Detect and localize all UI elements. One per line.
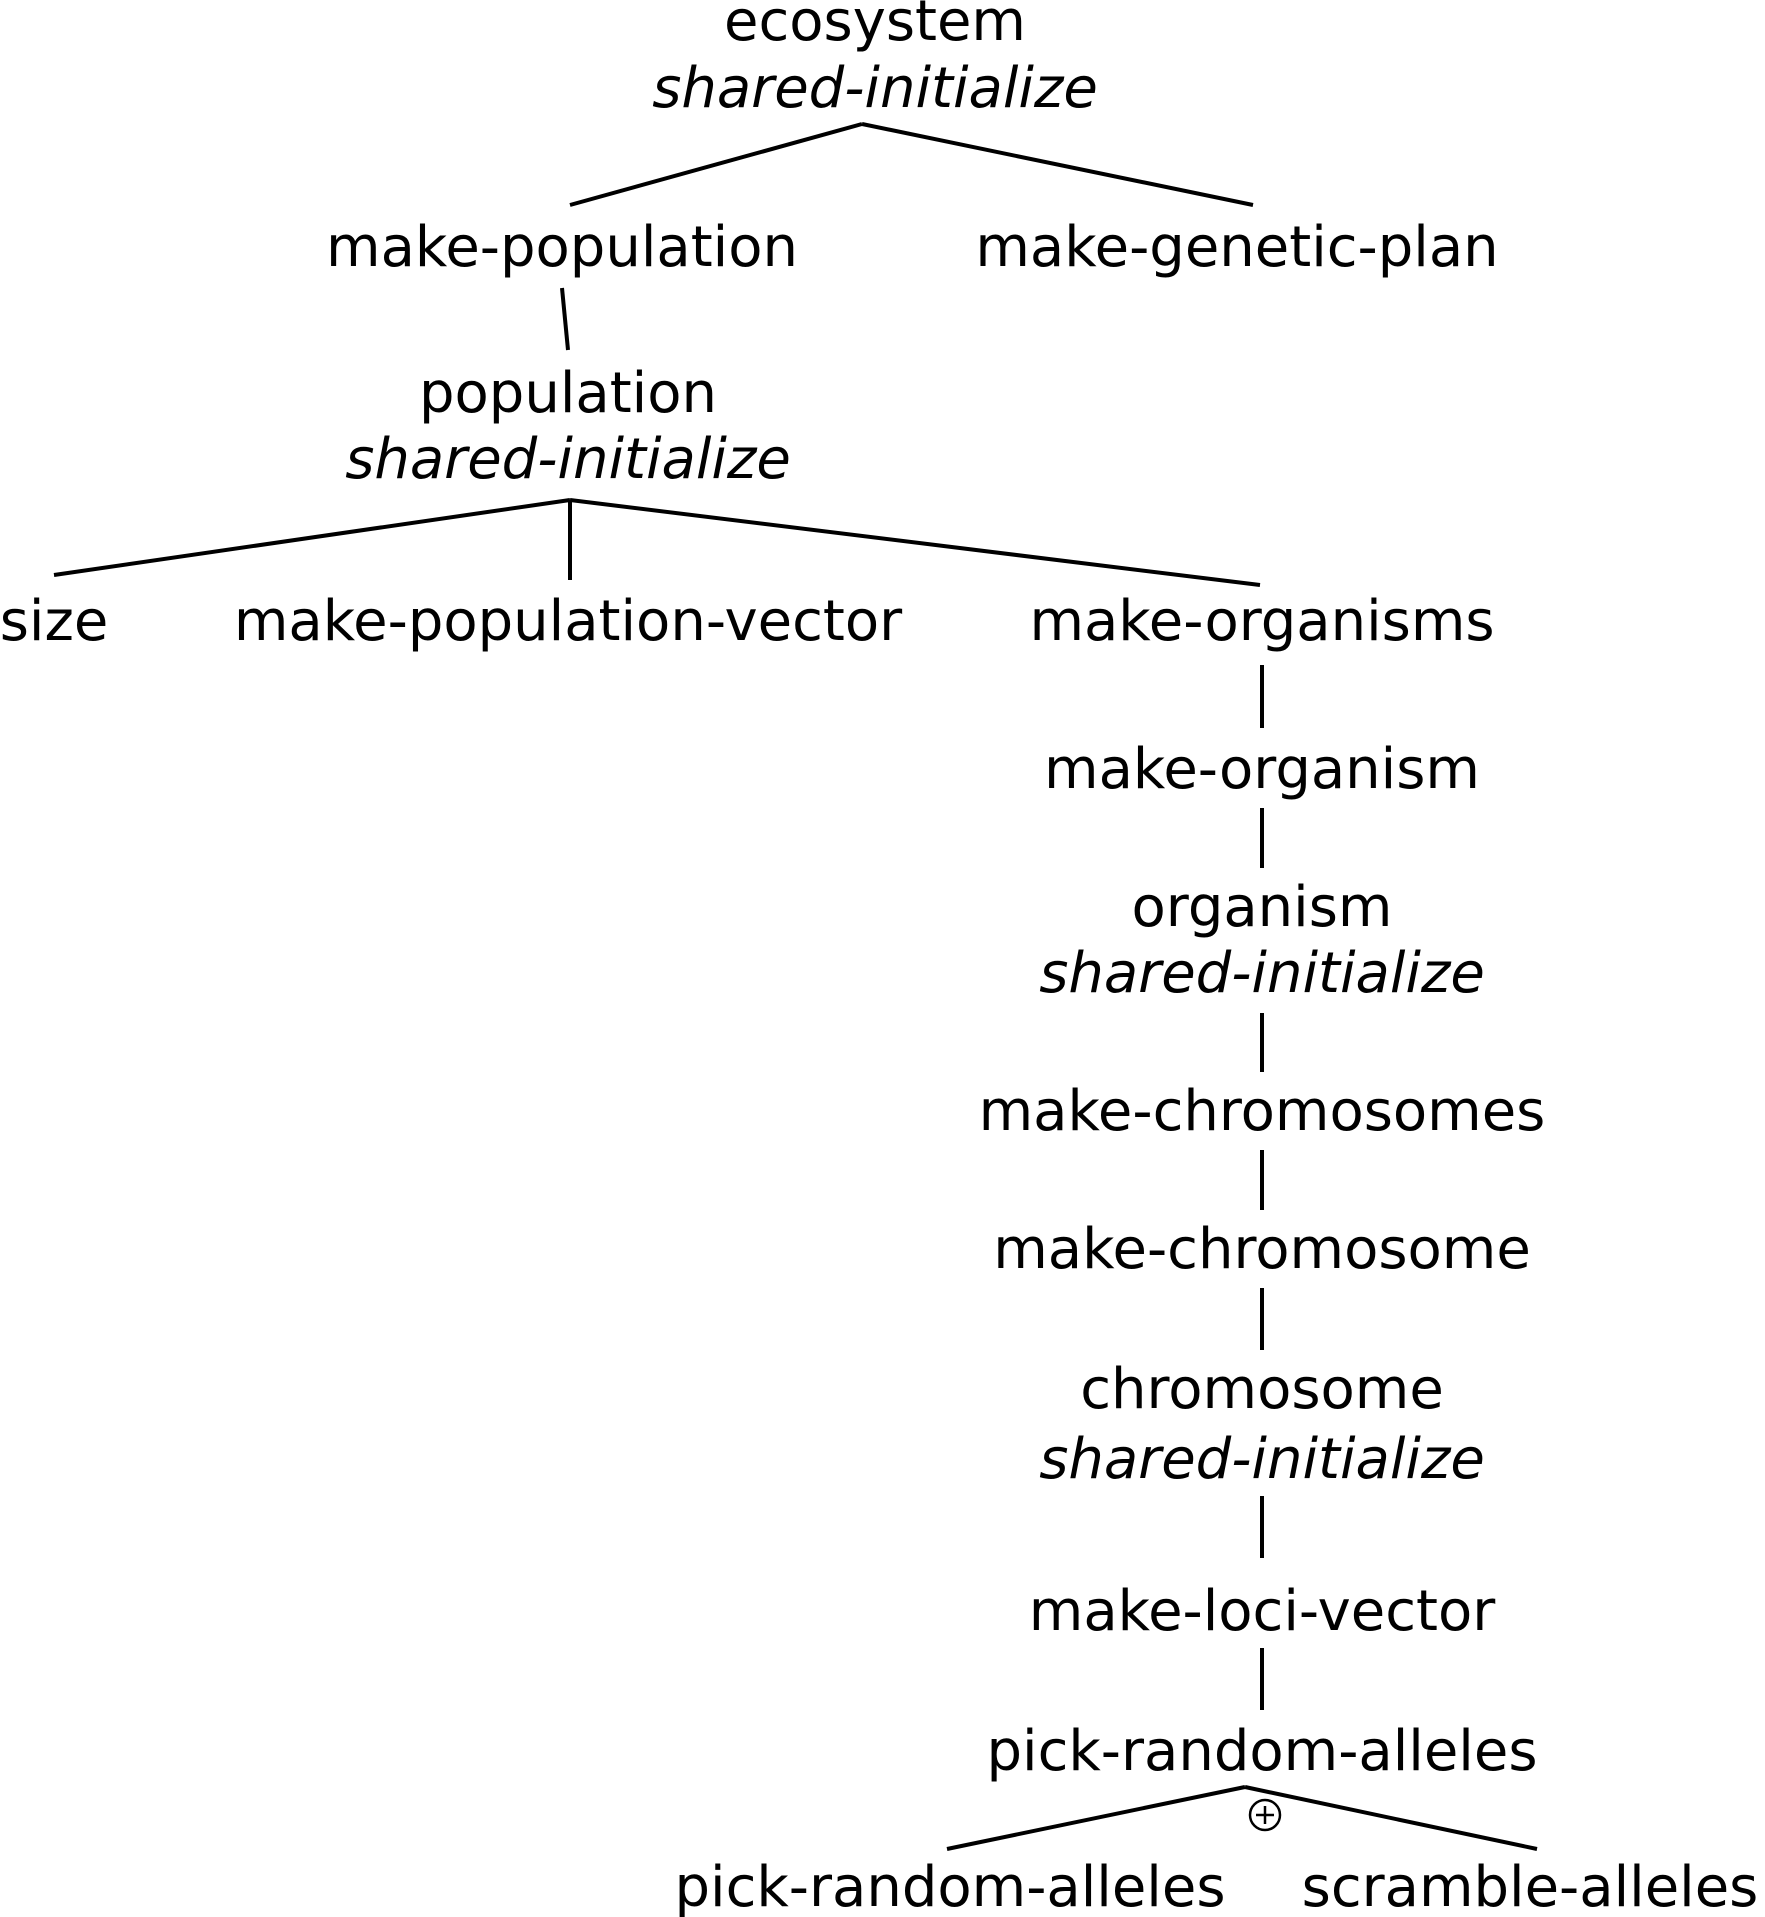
edge-population-to-make-organisms	[569, 498, 1261, 587]
node-pick-random-alleles: pick-random-alleles	[986, 1719, 1537, 1784]
node-make-organisms: make-organisms	[1029, 589, 1494, 654]
node-label: organism	[1132, 875, 1393, 940]
edge-pick-random-alleles-to-pick-random-alleles-child	[946, 1785, 1246, 1851]
node-label: make-organism	[1044, 737, 1480, 802]
node-label: scramble-alleles	[1302, 1855, 1759, 1917]
node-label: pick-random-alleles	[674, 1855, 1225, 1917]
edge-pick-random-alleles-to-scramble-alleles	[1244, 1785, 1538, 1851]
node-make-genetic-plan: make-genetic-plan	[975, 215, 1498, 280]
edge-layer	[53, 122, 1538, 1851]
edge-population-to-size	[53, 498, 571, 577]
node-label: make-chromosomes	[979, 1079, 1546, 1144]
node-make-organism: make-organism	[1044, 737, 1480, 802]
plus-circle-icon	[1248, 1798, 1282, 1832]
node-label: size	[0, 589, 108, 654]
node-method: shared-initialize	[1039, 1427, 1485, 1492]
node-make-population: make-population	[326, 215, 798, 280]
node-label: make-genetic-plan	[975, 215, 1498, 280]
node-label: chromosome	[1080, 1357, 1444, 1422]
node-method: shared-initialize	[652, 56, 1098, 121]
edge-ecosystem-to-make-population	[569, 122, 863, 207]
node-label: population	[419, 361, 717, 426]
node-label: pick-random-alleles	[986, 1719, 1537, 1784]
edge-ecosystem-to-make-genetic-plan	[861, 122, 1254, 207]
node-make-loci-vector: make-loci-vector	[1029, 1579, 1496, 1644]
node-scramble-alleles: scramble-alleles	[1302, 1855, 1759, 1917]
node-label: make-chromosome	[993, 1217, 1531, 1282]
node-label: make-population-vector	[234, 589, 903, 654]
node-method: shared-initialize	[1039, 941, 1485, 1006]
node-label: make-population	[326, 215, 798, 280]
edge-make-population-to-population	[560, 287, 570, 351]
node-make-chromosomes: make-chromosomes	[979, 1079, 1546, 1144]
combination-layer	[1248, 1798, 1282, 1832]
node-pick-random-alleles-child: pick-random-alleles	[674, 1855, 1225, 1917]
node-label: make-organisms	[1029, 589, 1494, 654]
node-label: ecosystem	[724, 0, 1026, 54]
node-make-population-vector: make-population-vector	[234, 589, 903, 654]
node-method: shared-initialize	[345, 427, 791, 492]
node-size: size	[0, 589, 108, 654]
node-make-chromosome: make-chromosome	[993, 1217, 1531, 1282]
node-label: make-loci-vector	[1029, 1579, 1496, 1644]
